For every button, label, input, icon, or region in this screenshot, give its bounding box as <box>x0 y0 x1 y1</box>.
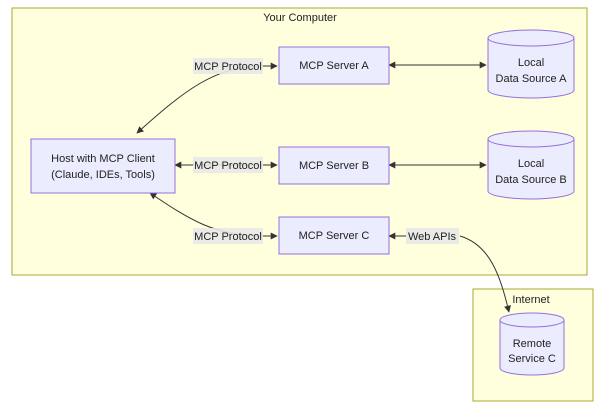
host-node: Host with MCP Client (Claude, IDEs, Tool… <box>30 138 176 194</box>
svg-text:MCP Protocol: MCP Protocol <box>194 160 262 172</box>
server-b-node: MCP Server B <box>278 146 390 185</box>
edge-label-web-apis: Web APIs <box>406 228 459 244</box>
service-c-label-line1: Remote <box>513 338 552 350</box>
edge-label-protocol-b: MCP Protocol <box>193 157 263 173</box>
svg-text:MCP Protocol: MCP Protocol <box>194 231 262 243</box>
datasource-b-label-line1: Local <box>518 158 544 170</box>
datasource-a-label-line2: Data Source A <box>496 73 568 85</box>
datasource-a-cylinder: Local Data Source A <box>487 29 575 99</box>
service-c-label-line2: Service C <box>508 353 556 365</box>
internet-group: Internet <box>472 288 594 402</box>
internet-label: Internet <box>512 294 549 306</box>
host-label-line2: (Claude, IDEs, Tools) <box>51 169 155 181</box>
edge-label-protocol-c: MCP Protocol <box>193 228 263 244</box>
datasource-a-label-line1: Local <box>518 57 544 69</box>
server-a-node: MCP Server A <box>278 46 390 85</box>
server-b-label: MCP Server B <box>299 160 369 172</box>
svg-text:MCP Protocol: MCP Protocol <box>194 61 262 73</box>
host-label-line1: Host with MCP Client <box>51 153 155 165</box>
datasource-b-cylinder: Local Data Source B <box>487 130 575 200</box>
edge-server-c-to-service-c <box>459 235 511 313</box>
server-a-label: MCP Server A <box>299 60 369 72</box>
svg-text:Web APIs: Web APIs <box>408 231 457 243</box>
datasource-b-label-line2: Data Source B <box>495 174 567 186</box>
edge-label-protocol-a: MCP Protocol <box>193 58 263 74</box>
server-c-label: MCP Server C <box>299 230 370 242</box>
service-c-cylinder: Remote Service C <box>499 312 565 376</box>
server-c-node: MCP Server C <box>278 216 390 255</box>
your-computer-label: Your Computer <box>263 12 337 24</box>
